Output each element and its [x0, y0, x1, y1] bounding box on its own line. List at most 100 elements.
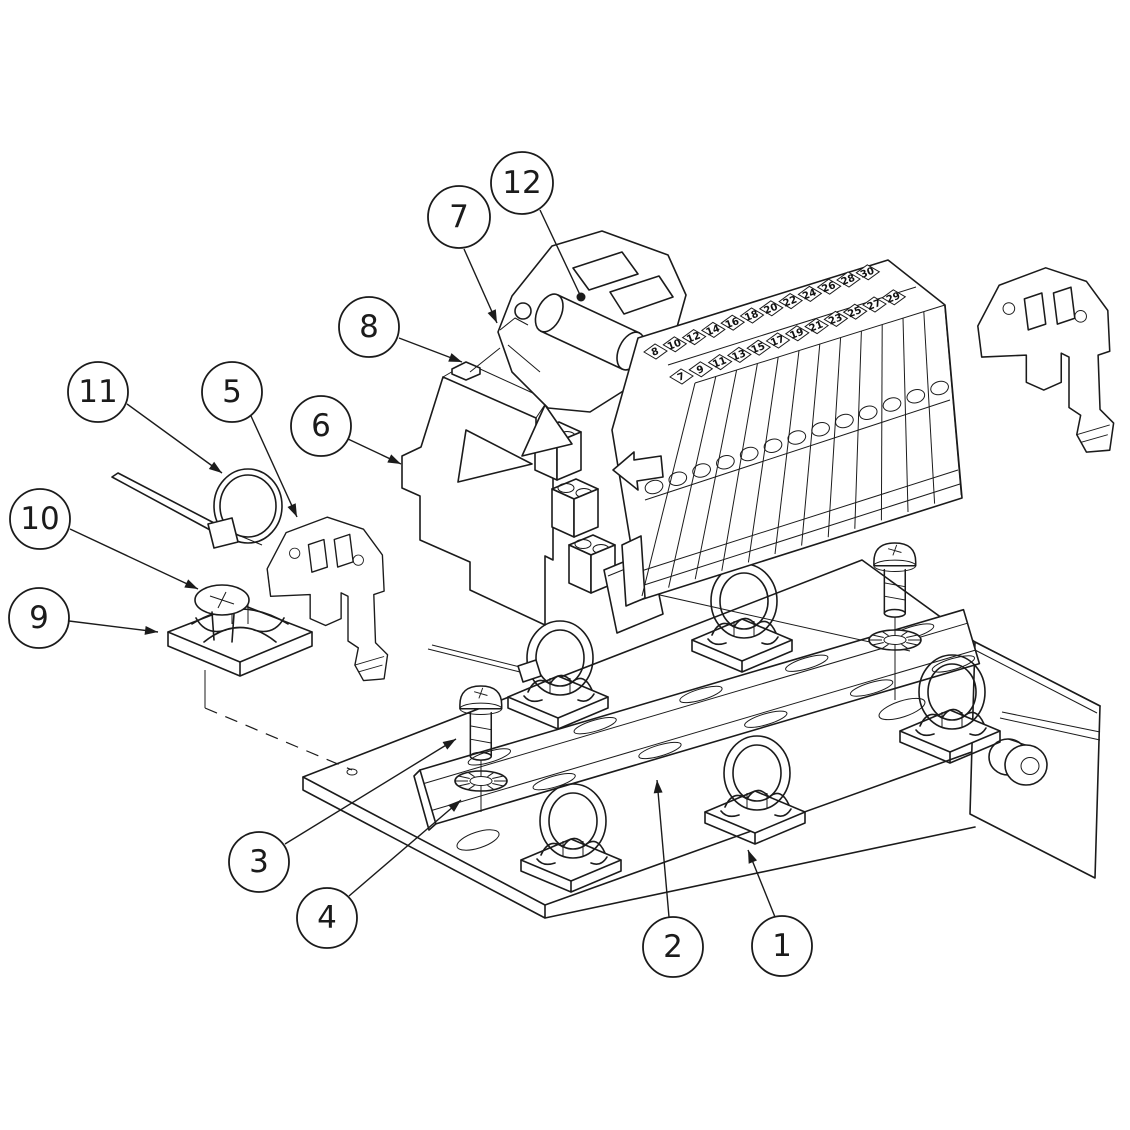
- terminal-number: 19: [789, 327, 806, 342]
- callout-balloon: [8, 587, 70, 649]
- leader-arrowhead: [287, 503, 297, 517]
- leader-arrowhead: [448, 353, 462, 362]
- segment-divider: [827, 337, 842, 538]
- terminal-marker: 18: [739, 307, 765, 324]
- hinge-pin: [514, 302, 532, 320]
- terminal-number: 8: [650, 346, 660, 359]
- terminal-test-hole: [906, 389, 926, 404]
- callout-number: 3: [249, 844, 269, 880]
- callout-balloon: [751, 915, 813, 977]
- terminal-number: 23: [827, 312, 844, 327]
- callout-balloon: [228, 831, 290, 893]
- terminal-marker: 13: [726, 346, 752, 363]
- cable-tie: [111, 468, 283, 549]
- callout-number: 7: [449, 199, 469, 235]
- terminal-marker: 21: [804, 318, 830, 335]
- rail-slot: [467, 748, 511, 766]
- terminal-number: 7: [676, 371, 686, 384]
- rail-slot: [638, 741, 682, 760]
- terminal-number: 25: [846, 305, 863, 320]
- terminal-number: 15: [750, 341, 767, 356]
- terminal-test-hole: [692, 463, 711, 478]
- segment-divider: [902, 317, 909, 513]
- callout-balloon: [9, 488, 71, 550]
- leader-arrowhead: [184, 579, 198, 589]
- callout-number: 2: [663, 929, 683, 965]
- end-clamp-left: [266, 516, 389, 682]
- terminal-number: 17: [769, 334, 786, 349]
- callout-number: 12: [502, 165, 541, 201]
- terminal-number: 18: [743, 309, 760, 324]
- callout-balloon: [67, 361, 129, 423]
- clamp-rod: [632, 588, 911, 652]
- terminal-number: 20: [763, 302, 780, 317]
- terminal-marker: 12: [681, 329, 707, 346]
- terminal-marker: 29: [881, 289, 907, 306]
- square-clamp-nut: [167, 584, 353, 771]
- terminal-number: 30: [859, 266, 876, 281]
- callout-2: 2: [642, 779, 704, 978]
- retainer-tab: [451, 361, 481, 381]
- callout-number: 1: [772, 928, 792, 964]
- segment-divider: [854, 330, 862, 529]
- callout-5: 5: [201, 361, 298, 518]
- din-rail: [413, 608, 981, 831]
- callout-4: 4: [296, 799, 462, 949]
- rail-slot: [931, 655, 976, 673]
- terminal-test-hole: [644, 479, 664, 495]
- terminal-test-hole: [835, 413, 854, 429]
- terminal-test-hole: [763, 438, 783, 453]
- segment-divider: [801, 343, 821, 546]
- callout-balloon: [290, 395, 352, 457]
- leader-arrowhead: [144, 625, 158, 635]
- rail-slot: [573, 717, 617, 735]
- callout-balloon: [427, 185, 491, 249]
- terminal-number: 9: [695, 364, 705, 377]
- segment-divider: [668, 376, 717, 588]
- terminal-marker: 30: [855, 264, 881, 281]
- terminal-test-hole: [668, 471, 688, 486]
- callout-balloon: [338, 296, 400, 358]
- leader-arrowhead: [442, 739, 456, 750]
- leader-line: [250, 415, 298, 518]
- rail-slot: [785, 654, 829, 672]
- callout-balloon: [490, 151, 554, 215]
- terminal-marker: 9: [688, 361, 714, 378]
- leader-line: [284, 738, 457, 845]
- leader-dot: [576, 292, 586, 302]
- leader-arrowhead: [748, 850, 758, 864]
- terminal-marker: 25: [842, 303, 868, 320]
- terminal-number: 22: [782, 294, 799, 309]
- terminal-test-hole: [930, 380, 949, 396]
- segment-divider: [923, 311, 936, 504]
- segment-divider: [880, 324, 883, 521]
- terminal-marker: 17: [765, 332, 791, 349]
- callout-1: 1: [747, 849, 813, 977]
- rail-slot: [849, 679, 894, 697]
- assembly-axis-dashed: [204, 707, 353, 771]
- terminal-marker: 15: [746, 339, 772, 356]
- callout-number: 5: [222, 374, 242, 410]
- callout-number: 10: [20, 501, 59, 537]
- flange-grommet: [988, 738, 1048, 786]
- terminal-number: 28: [840, 273, 857, 288]
- module-terminal-tower: [551, 478, 599, 538]
- cable-tie-on-rail: [427, 644, 542, 683]
- callout-number: 9: [29, 600, 49, 636]
- leader-line: [69, 528, 199, 590]
- clamp-screw: [194, 584, 250, 643]
- terminal-number: 11: [711, 355, 728, 370]
- callout-balloon: [642, 916, 704, 978]
- leader-arrowhead: [487, 309, 497, 323]
- terminal-number: 26: [820, 280, 837, 295]
- callout-number: 4: [317, 900, 337, 936]
- terminal-number: 27: [866, 298, 883, 313]
- callout-7: 7: [427, 185, 498, 324]
- terminal-marker: 20: [758, 300, 784, 317]
- terminal-test-hole: [858, 405, 878, 420]
- terminal-number: 12: [685, 330, 702, 345]
- callout-number: 6: [311, 408, 331, 444]
- rail-end-behind-strip: [612, 451, 664, 491]
